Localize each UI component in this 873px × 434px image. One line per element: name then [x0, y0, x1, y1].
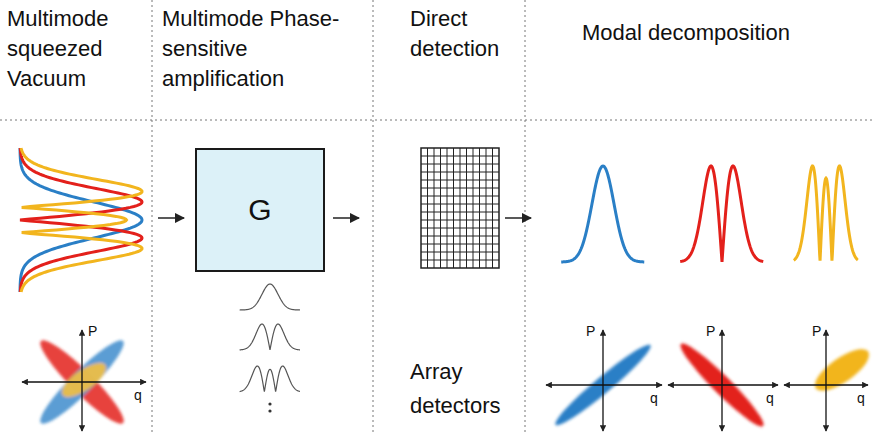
axis-label: P — [706, 322, 726, 340]
array-detector — [421, 148, 499, 268]
amplifier-box: G — [195, 148, 325, 272]
phase-space — [546, 330, 662, 431]
mode-profiles — [20, 148, 858, 392]
axis-label: P — [88, 322, 108, 340]
phase-space — [784, 330, 873, 431]
axis-label: q — [857, 389, 871, 407]
column-heading: Multimode Phase-sensitive amplification — [162, 4, 367, 94]
axis-label: q — [134, 386, 154, 404]
detector-label: Array detectors — [410, 355, 520, 423]
detector-grid — [421, 148, 499, 268]
column-heading: Multimode squeezed Vacuum — [7, 4, 142, 94]
axis-label: P — [586, 322, 606, 340]
axis-label: q — [650, 389, 670, 407]
phase-space — [668, 330, 778, 432]
phase-space — [22, 330, 146, 431]
continuation-dots — [268, 402, 271, 412]
axis-label: q — [766, 389, 786, 407]
column-heading: Direct detection — [410, 4, 520, 64]
gain-label: G — [248, 193, 271, 227]
column-heading: Modal decomposition — [582, 18, 867, 48]
axis-label: P — [812, 322, 832, 340]
